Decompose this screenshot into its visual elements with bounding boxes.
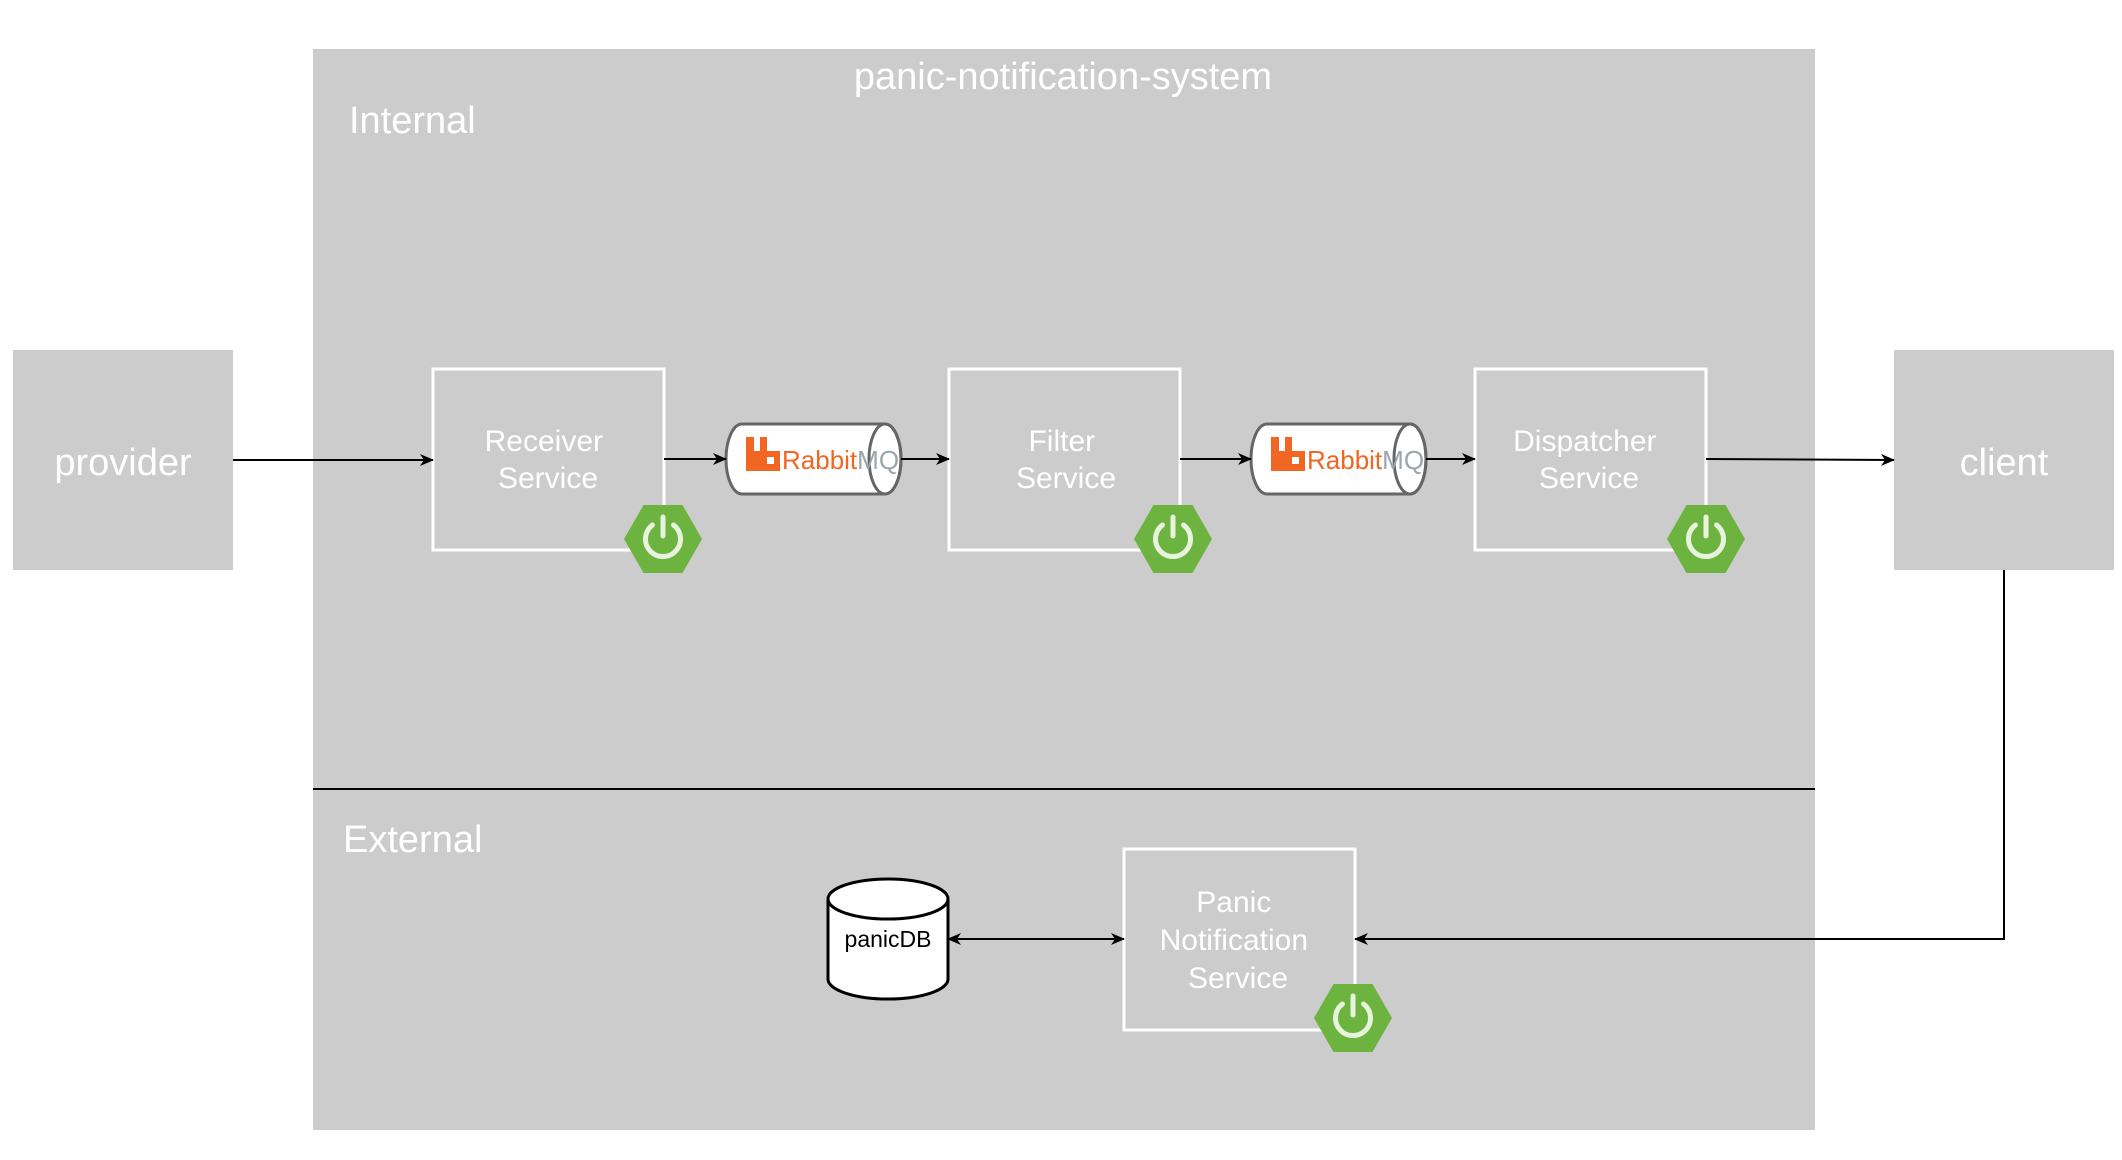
client-node[interactable] [1894,350,2114,570]
system-title: panic-notification-system [854,56,1272,98]
edge-dispatcher-to-client [1705,453,1895,466]
filter-service-label: Filter Service [1016,425,1116,495]
rabbitmq-brand-text: RabbitMQ [1307,445,1424,475]
rabbitmq-logo-icon [1271,437,1305,471]
receiver-service-label: Receiver Service [485,425,612,495]
receiver-service-box[interactable] [431,367,666,552]
edge-client-to-panic-notification [1354,570,2005,945]
provider-node[interactable] [13,350,233,570]
zone-label-internal: Internal [349,100,476,142]
panic-notification-service-label: Panic Notification Service [1160,886,1317,995]
rabbitmq-queue-1[interactable]: RabbitMQ [724,422,903,496]
panicdb-label: panicDB [845,926,932,952]
dispatcher-service-label: Dispatcher Service [1513,425,1665,495]
system-boundary [313,49,1815,1130]
filter-service-box[interactable] [947,367,1182,552]
panicdb-database[interactable]: panicDB [826,877,950,1001]
zone-label-external: External [343,819,482,861]
panic-notification-service-box[interactable] [1122,847,1357,1032]
rabbitmq-queue-2[interactable]: RabbitMQ [1249,422,1428,496]
client-label: client [1960,442,2049,484]
dispatcher-service-box[interactable] [1473,367,1708,552]
rabbitmq-logo-icon [746,437,780,471]
rabbitmq-brand-text: RabbitMQ [782,445,899,475]
provider-label: provider [54,442,192,484]
